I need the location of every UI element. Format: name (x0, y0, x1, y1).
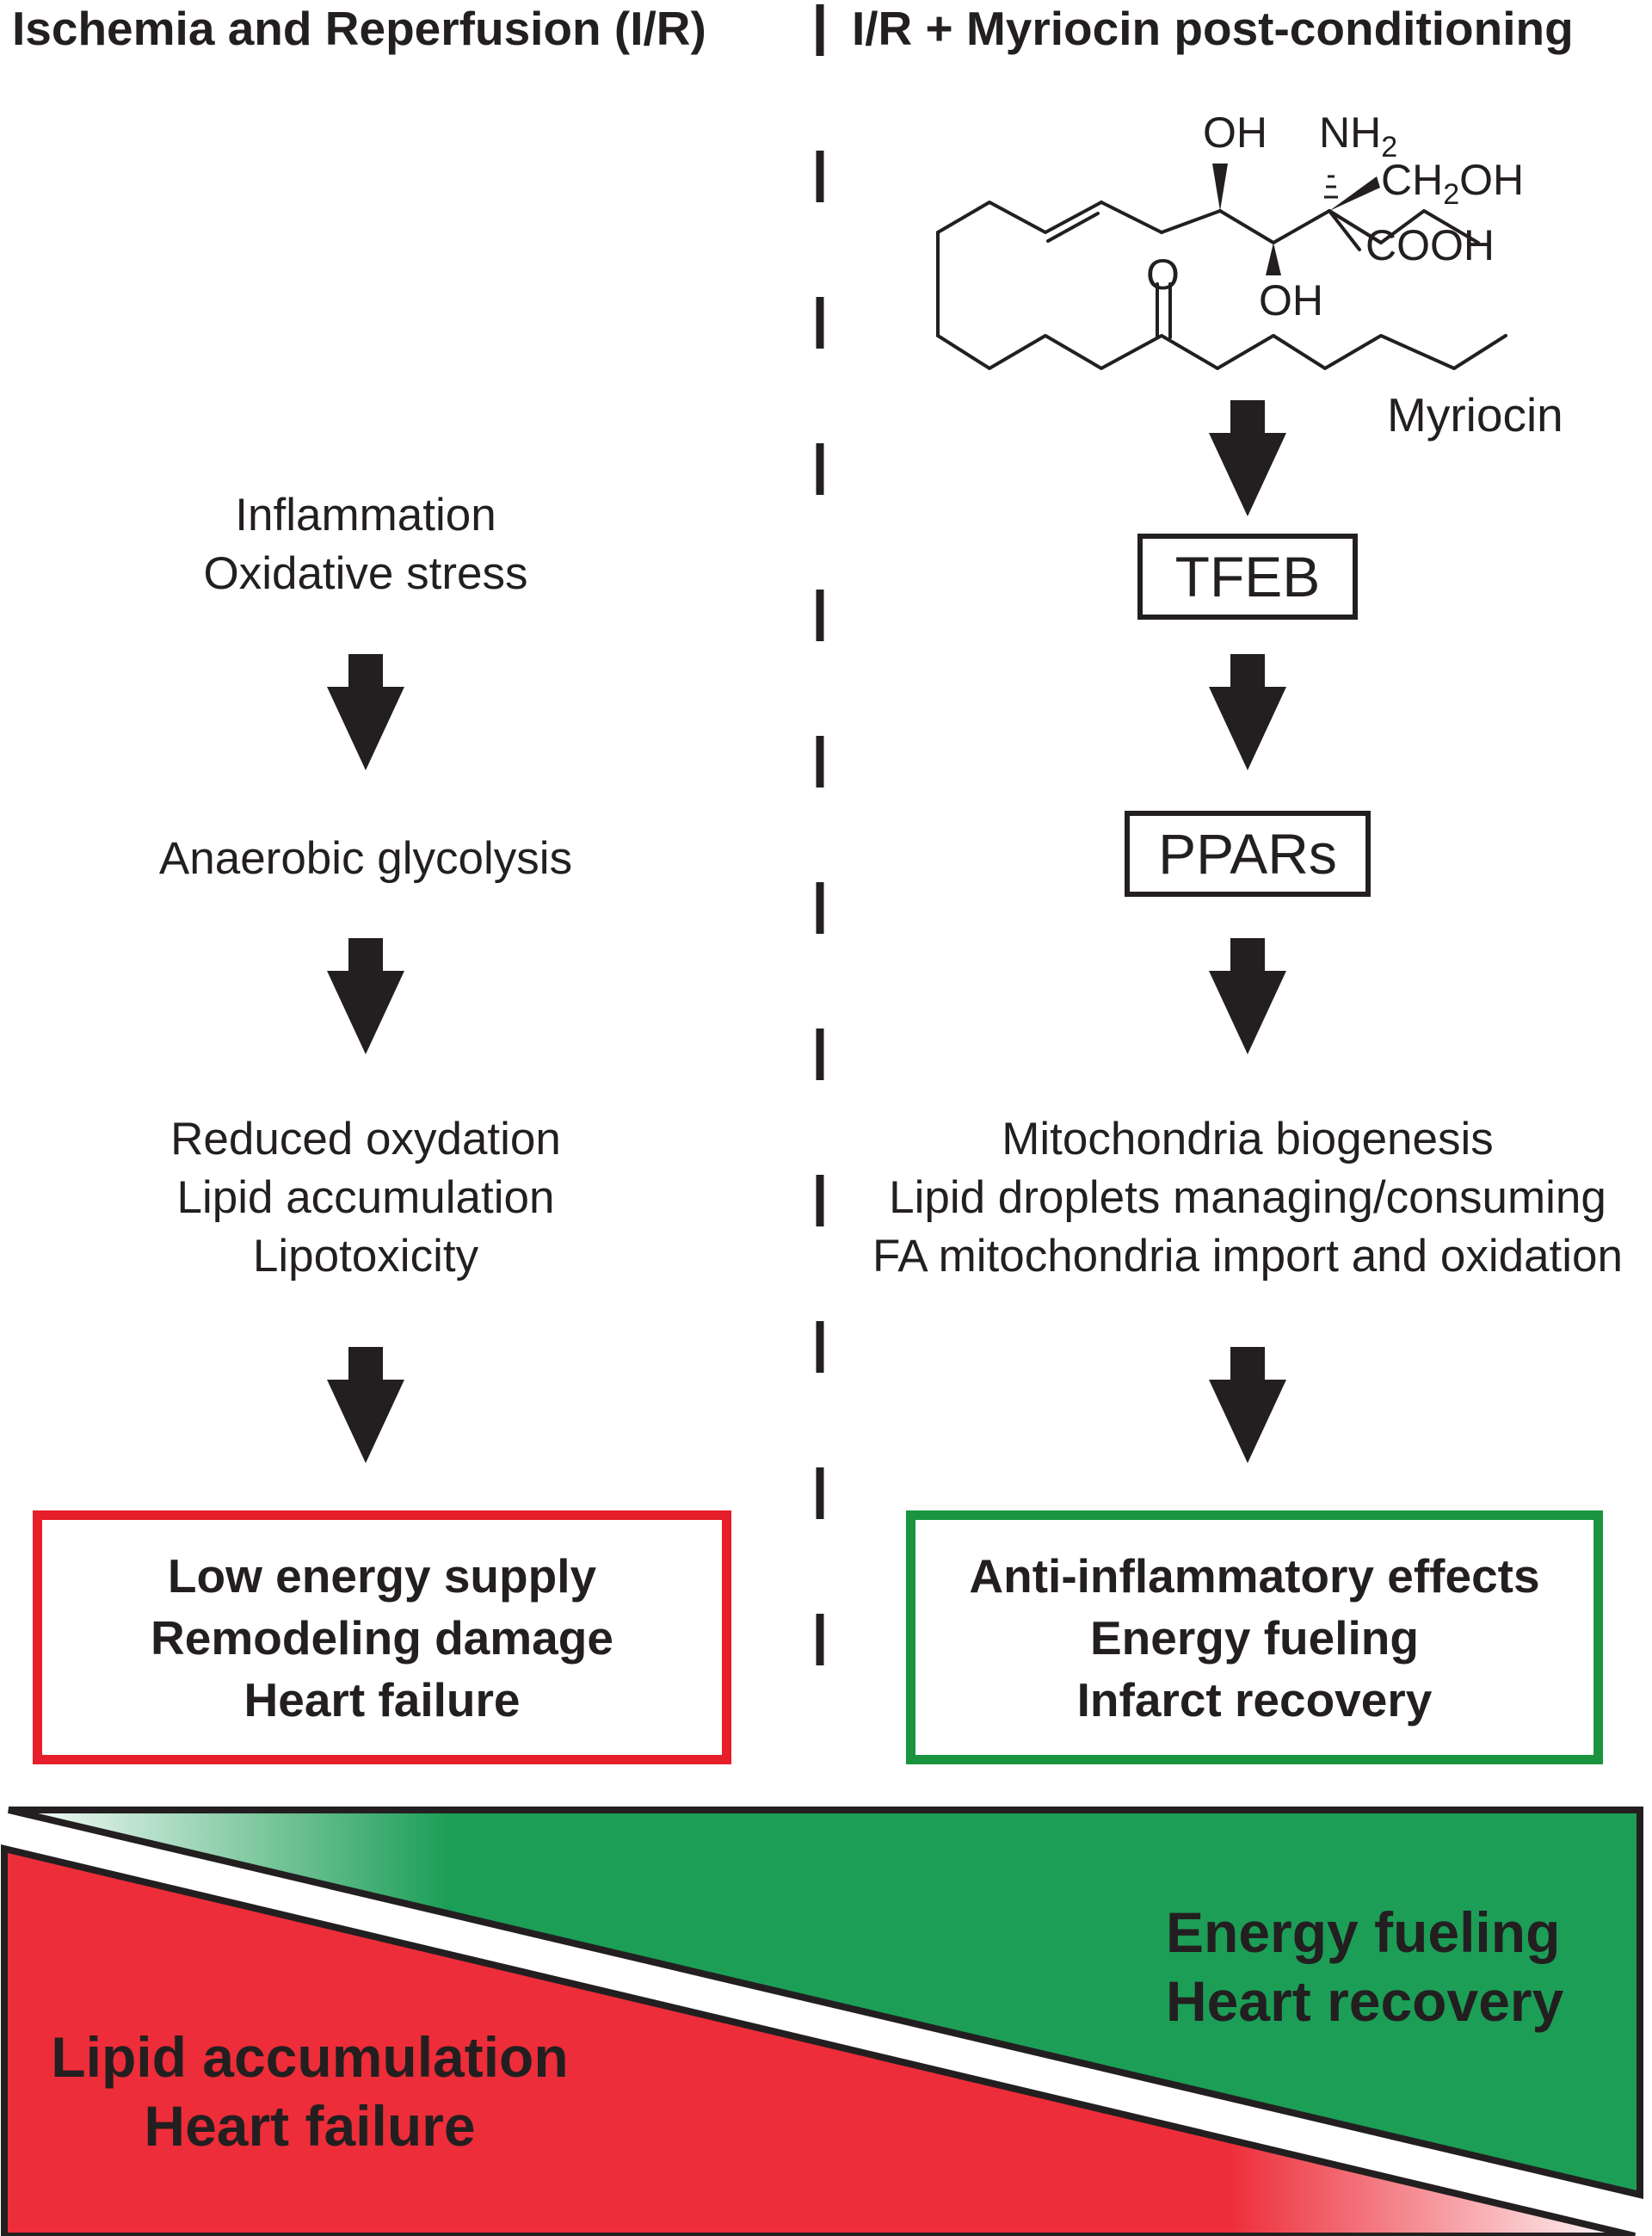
red-wedge (1, 1844, 1636, 2236)
arrow-left-3 (327, 1347, 404, 1463)
arrow-left-2 (327, 938, 404, 1054)
left-step-1: Inflammation Oxidative stress (203, 490, 528, 599)
tfeb-box: TFEB (1137, 534, 1358, 620)
arrow-right-1 (1209, 400, 1286, 516)
arrow-right-4 (1209, 1347, 1286, 1463)
right-outcome-box: Anti-inflammatory effects Energy fueling… (906, 1510, 1603, 1764)
ppars-box: PPARs (1125, 811, 1371, 897)
arrow-right-3 (1209, 938, 1286, 1054)
right-step-3: Mitochondria biogenesis Lipid droplets m… (872, 1114, 1624, 1282)
red-wedge-text: Lipid accumulation Heart failure (51, 2025, 569, 2158)
arrow-left-1 (327, 654, 404, 770)
molecule-label-nh2: NH2 (1319, 108, 1398, 164)
left-step-3: Reduced oxydation Lipid accumulation Lip… (170, 1114, 561, 1282)
molecule-label-ch2oh: CH2OH (1381, 156, 1525, 211)
molecule-label-oh-top: OH (1203, 108, 1267, 157)
myriocin-structure (936, 201, 1507, 370)
left-outcome-box: Low energy supply Remodeling damage Hear… (33, 1510, 731, 1764)
arrow-right-2 (1209, 654, 1286, 770)
wedge-bond-oh-bottom (1266, 243, 1281, 275)
molecule-label-cooh: COOH (1365, 221, 1495, 269)
green-wedge-text: Energy fueling Heart recovery (1166, 1900, 1564, 2033)
left-column-header: Ischemia and Reperfusion (I/R) (12, 2, 706, 55)
right-column-header: I/R + Myriocin post-conditioning (852, 2, 1574, 55)
molecule-label-ketone-o: O (1146, 250, 1180, 299)
molecule-name: Myriocin (1387, 388, 1563, 442)
hash-bond-nh2 (1324, 175, 1338, 199)
wedge-bond-ch2oh (1329, 176, 1380, 211)
molecule-label-oh-bottom: OH (1259, 276, 1323, 324)
wedge-bond-oh-top (1212, 164, 1228, 211)
left-step-2: Anaerobic glycolysis (158, 833, 573, 884)
green-wedge (8, 1807, 1643, 2200)
